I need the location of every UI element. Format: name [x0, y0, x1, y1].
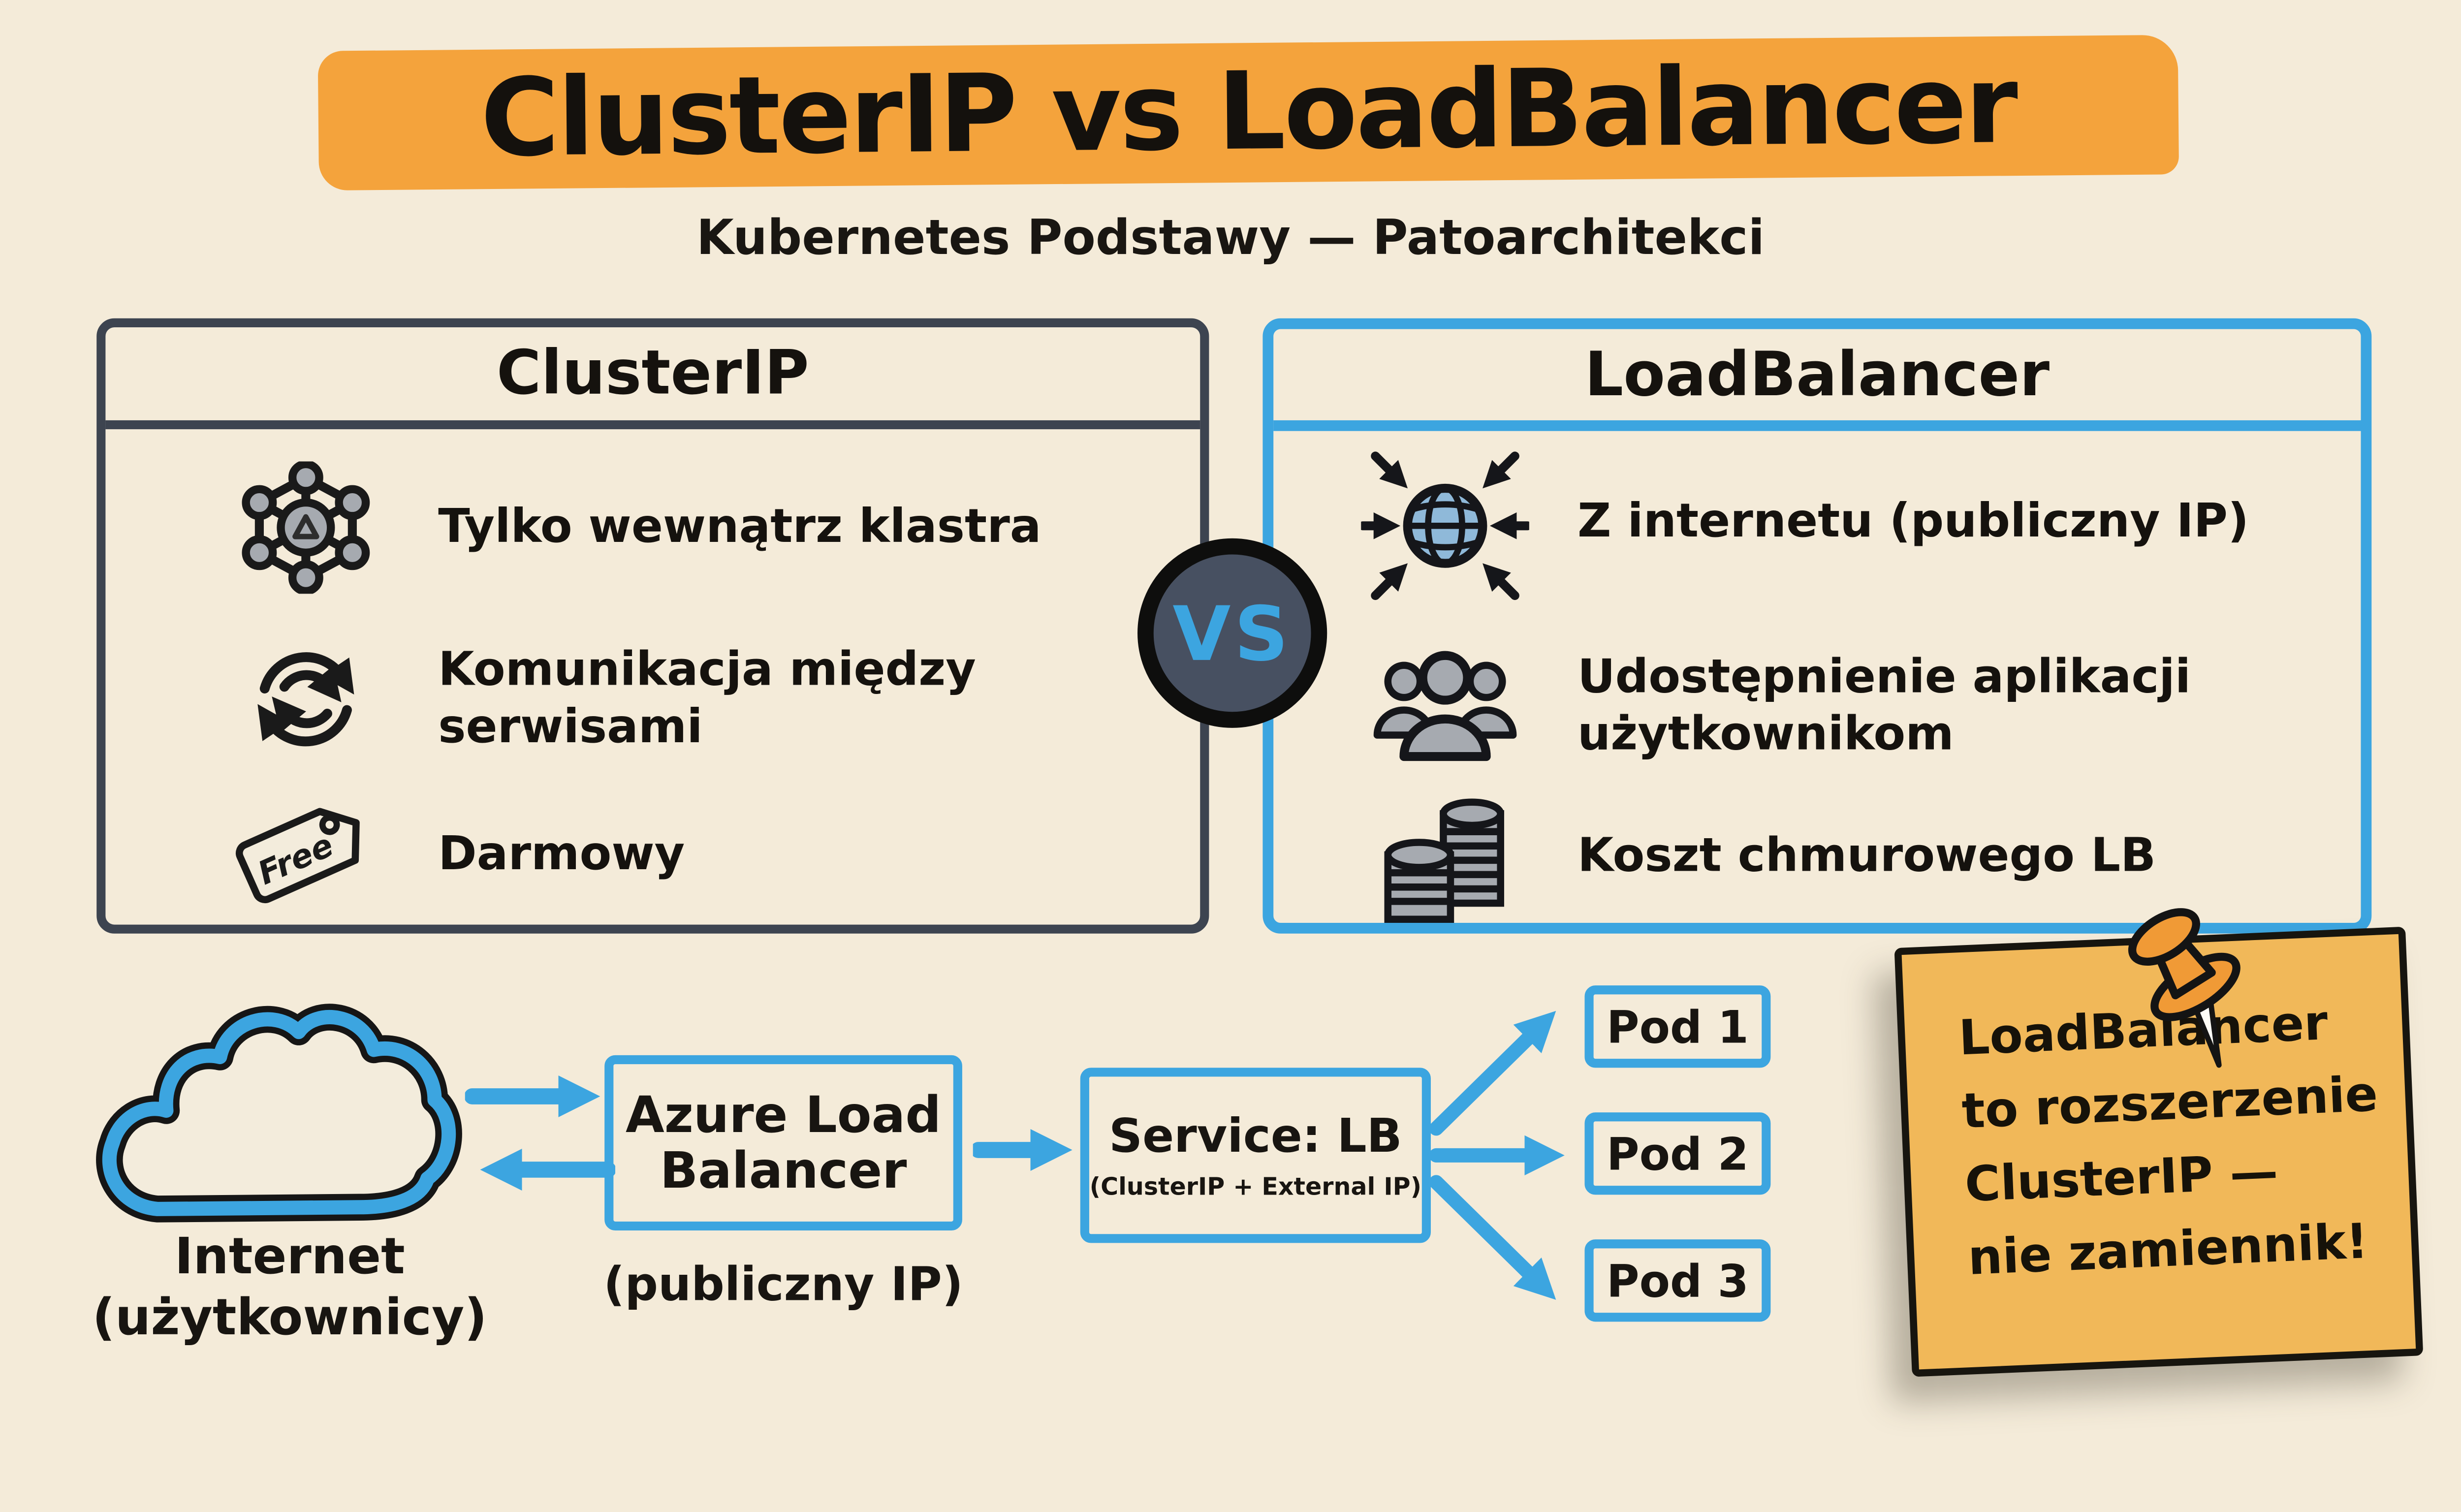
loadbalancer-panel-title: LoadBalancer	[1273, 329, 2361, 431]
list-item-text: Z internetu (publiczny IP)	[1577, 495, 2249, 549]
internet-cloud-icon	[96, 1004, 462, 1223]
list-item: Komunikacja między serwisami	[206, 613, 1182, 785]
pushpin-icon	[2128, 908, 2240, 1068]
list-item-text: Darmowy	[438, 827, 685, 882]
list-item-text: Komunikacja między	[438, 643, 976, 697]
internet-label: Internet (użytkownicy)	[92, 1227, 487, 1347]
title-highlight: ClusterIP vs LoadBalancer	[317, 34, 2179, 191]
page-subtitle: Kubernetes Podstawy — Patoarchitekci	[696, 211, 1765, 267]
service-lb-caption: (ClusterIP + External IP)	[1089, 1172, 1422, 1201]
pod-3-box: Pod 3	[1584, 1239, 1771, 1322]
cluster-network-icon	[206, 461, 406, 594]
free-tag-icon: Free	[206, 790, 406, 919]
azure-load-balancer-box: Azure Load Balancer	[604, 1055, 962, 1230]
clusterip-panel-title: ClusterIP	[105, 327, 1200, 430]
cloud-to-lb-arrows	[465, 1075, 615, 1191]
sync-arrows-icon	[206, 638, 406, 760]
globe-inbound-arrows-icon	[1345, 438, 1546, 606]
list-item: Z internetu (publiczny IP)	[1345, 433, 2350, 611]
pod-1-box: Pod 1	[1584, 985, 1771, 1068]
infographic-canvas: ClusterIP vs LoadBalancer Kubernetes Pod…	[92, 34, 2424, 1377]
list-item-text: Koszt chmurowego LB	[1577, 829, 2156, 883]
list-item: Udostępnienie aplikacji użytkownikom	[1345, 623, 2350, 791]
page-title: ClusterIP vs LoadBalancer	[480, 43, 2017, 182]
azure-lb-caption: (publiczny IP)	[603, 1259, 963, 1313]
clusterip-panel: ClusterIP	[96, 318, 1209, 934]
coins-stack-icon	[1345, 784, 1546, 930]
pod-2-box: Pod 2	[1584, 1112, 1771, 1195]
list-item-text: Tylko wewnątrz klastra	[438, 500, 1041, 554]
service-lb-label: Service: LB	[1109, 1109, 1402, 1164]
loadbalancer-panel: LoadBalancer	[1262, 318, 2372, 934]
list-item: Koszt chmurowego LB	[1345, 780, 2350, 934]
service-to-pods-arrows	[1429, 1010, 1565, 1300]
service-lb-box: Service: LB (ClusterIP + External IP)	[1080, 1068, 1431, 1243]
list-item: Tylko wewnątrz klastra	[206, 445, 1182, 610]
vs-badge: VS	[1137, 538, 1327, 728]
list-item: Free Darmowy	[206, 782, 1182, 928]
lb-to-service-arrow	[973, 1129, 1073, 1171]
list-item-text: Udostępnienie aplikacji	[1577, 650, 2191, 704]
users-group-icon	[1345, 646, 1546, 767]
